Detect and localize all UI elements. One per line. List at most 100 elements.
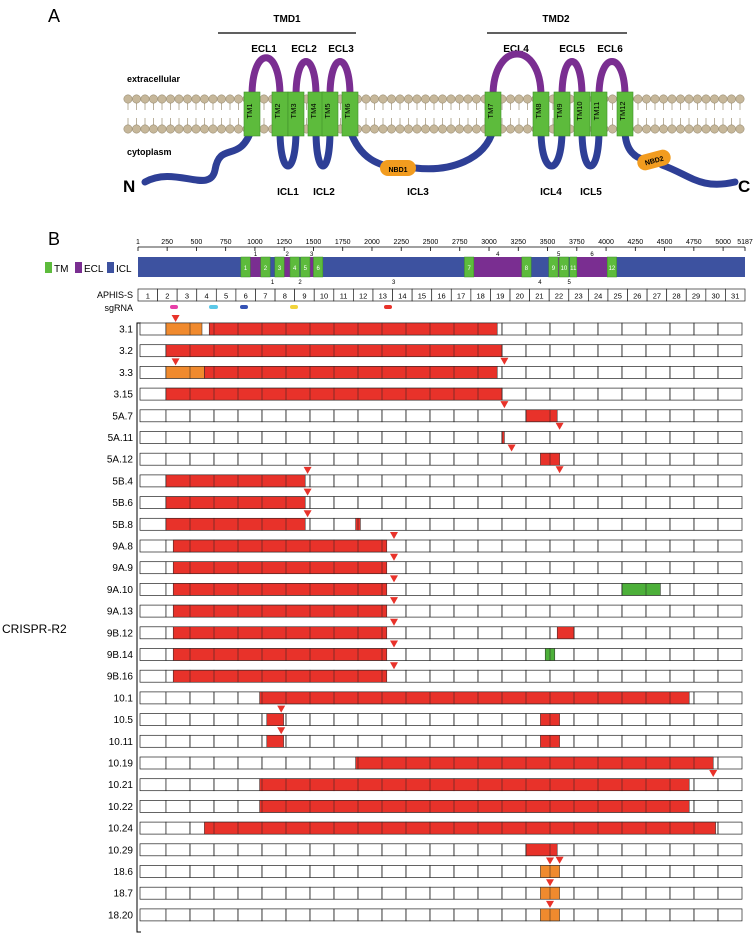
- row-cell: [621, 517, 647, 531]
- row-lead-cell: [139, 756, 167, 770]
- lipid-head: [718, 124, 728, 134]
- row-cell: [429, 517, 455, 531]
- exon-number-8: 8: [283, 292, 287, 301]
- row-cell: [501, 583, 527, 596]
- row-cell: [213, 908, 239, 922]
- row-cell: [453, 496, 479, 509]
- row-cell: [453, 908, 479, 922]
- sgrna-mark-2: [209, 305, 218, 309]
- row-cell: [429, 409, 455, 423]
- cut-site-marker: [555, 856, 564, 864]
- lipid-head: [412, 94, 422, 104]
- row-cell: [237, 886, 263, 900]
- row-cell: [333, 908, 359, 922]
- row-cell: [405, 496, 431, 509]
- row-lead-cell: [139, 561, 167, 575]
- lipid-head: [608, 124, 617, 134]
- row-cell: [381, 517, 407, 531]
- domain-icl-number-5: 5: [568, 280, 572, 286]
- row-cell: [405, 604, 431, 618]
- domain-ecl-number-1: 1: [254, 252, 258, 258]
- row-segment: [165, 322, 203, 336]
- legend-tm-label: TM: [54, 264, 68, 275]
- domain-legend: TM ECL ICL: [45, 262, 132, 275]
- lipid-head: [693, 124, 702, 134]
- row-cell: [357, 409, 383, 423]
- row-cell: [645, 908, 671, 922]
- row-cell: [309, 886, 335, 900]
- row-cell: [357, 734, 383, 748]
- domain-ecl-number-3: 3: [310, 252, 314, 258]
- lipid-head: [633, 94, 643, 104]
- row-cell: [669, 908, 695, 922]
- row-cell: [429, 734, 455, 748]
- exon-number-7: 7: [263, 292, 267, 301]
- lipid-head: [208, 94, 218, 104]
- row-cell: [669, 648, 695, 661]
- row-cell: [621, 604, 647, 618]
- cut-site-marker: [390, 640, 398, 648]
- row-cell: [669, 452, 695, 466]
- row-cell: [237, 843, 263, 857]
- row-lead-cell: [139, 496, 167, 509]
- axis-tick-label: 3500: [540, 239, 556, 246]
- row-segment: [172, 539, 388, 553]
- line-name: 5B.8: [112, 520, 133, 531]
- cut-site-marker: [171, 358, 180, 366]
- row-cell: [645, 626, 671, 640]
- row-cell: [645, 669, 671, 683]
- axis-tick-label: 4250: [628, 239, 644, 246]
- row-cell: [501, 496, 527, 509]
- row-cell: [381, 452, 407, 466]
- row-cell: [621, 865, 647, 878]
- exon-number-29: 29: [692, 292, 700, 301]
- legend-ecl-label: ECL: [84, 264, 104, 275]
- row-cell: [429, 604, 455, 618]
- row-lead-cell: [139, 778, 167, 792]
- n-terminus-label: N: [123, 177, 135, 196]
- row-cell: [549, 604, 575, 618]
- line-name: 9A.8: [112, 542, 133, 553]
- row-cell: [693, 431, 719, 444]
- row-cell: [405, 452, 431, 466]
- lipid-head: [259, 124, 269, 134]
- row-cell: [717, 713, 743, 726]
- domain-tm-number-8: 8: [525, 266, 529, 272]
- domain-tm-3: [274, 256, 285, 278]
- lipid-head: [676, 94, 685, 104]
- row-cell: [333, 865, 359, 878]
- line-row: 18.6: [114, 857, 743, 878]
- lipid-head: [200, 94, 209, 104]
- row-cell: [645, 517, 671, 531]
- row-cell: [669, 583, 695, 596]
- row-cell: [189, 865, 215, 878]
- lipid-head: [234, 94, 243, 104]
- row-cell: [261, 431, 287, 444]
- group-bracket: [136, 322, 141, 933]
- lipid-head: [378, 94, 388, 104]
- row-cell: [213, 778, 239, 792]
- row-cell: [573, 344, 599, 358]
- row-cell: [621, 648, 647, 661]
- row-cell: [381, 713, 407, 726]
- row-cell: [597, 604, 623, 618]
- row-cell: [549, 474, 575, 488]
- row-cell: [717, 496, 743, 509]
- line-name: 10.22: [108, 802, 133, 813]
- row-cell: [597, 908, 623, 922]
- row-cell: [693, 366, 719, 379]
- tm-helix-label-1: TM1: [245, 104, 254, 119]
- row-cell: [165, 756, 191, 770]
- nbd2-shape: [637, 149, 671, 171]
- row-cell: [213, 756, 239, 770]
- line-row: 10.11: [109, 727, 743, 748]
- row-cell: [405, 517, 431, 531]
- exon-number-2: 2: [165, 292, 169, 301]
- n-terminus-tail: [141, 124, 256, 186]
- cut-site-marker: [390, 618, 398, 626]
- ecl-loops: [248, 50, 629, 100]
- row-cell: [309, 431, 335, 444]
- cut-site-marker: [303, 488, 312, 496]
- row-cell: [309, 452, 335, 466]
- row-cell: [597, 648, 623, 661]
